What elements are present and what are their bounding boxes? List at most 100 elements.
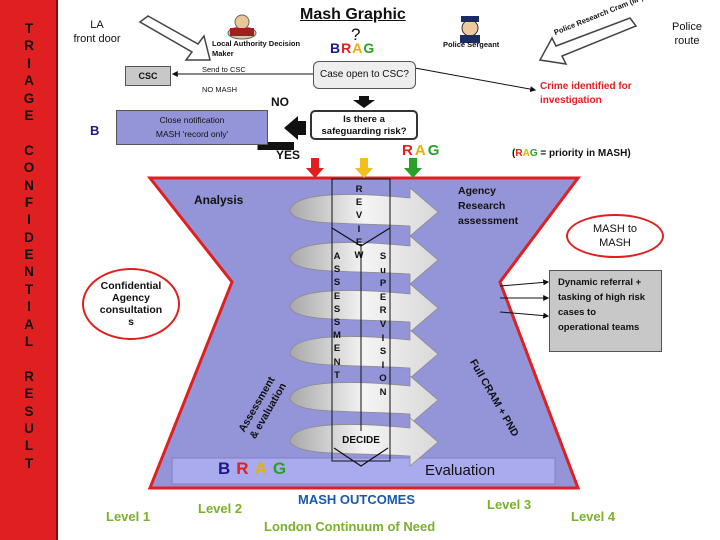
decision-maker-label: Local Authority Decision Maker	[212, 39, 300, 59]
decide-label: DECIDE	[342, 435, 380, 446]
rag-letter-g: G	[427, 142, 442, 159]
no-arrow	[284, 116, 306, 140]
sidebar-letter: I	[27, 212, 31, 228]
assessment-column: A S S E S S M E N T	[331, 250, 343, 382]
rag-letter-b: B	[330, 40, 342, 56]
mash-funnel	[146, 176, 581, 490]
police-sergeant-label: Police Sergeant	[443, 40, 500, 49]
sidebar-letter: N	[24, 264, 34, 280]
confidential-line: s	[128, 316, 134, 328]
dynamic-referral-line: cases to	[558, 307, 597, 318]
decision-maker-line: Local Authority Decision	[212, 39, 301, 48]
safeguarding-line: safeguarding risk?	[321, 126, 407, 137]
rag-letter-a: A	[352, 40, 364, 56]
review-letter: E	[355, 236, 363, 248]
confidential-line: consultation	[99, 304, 163, 316]
rag-letter-r: R	[515, 148, 523, 159]
rag-letter-b: B	[218, 459, 237, 478]
sidebar-letter: S	[24, 403, 34, 419]
sidebar-letter	[0, 124, 58, 141]
la-front-door-line: LA	[90, 19, 104, 31]
yes-label: YES	[276, 148, 301, 162]
triage-sidebar: T R I A G E C O N F I D E N T I A L R E …	[0, 0, 58, 540]
dynamic-referral-line: Dynamic referral +	[558, 277, 642, 288]
assessment-letter: N	[333, 356, 341, 368]
sidebar-letter	[0, 350, 58, 367]
level-4-label: Level 4	[571, 509, 616, 524]
dynamic-referral-line: operational teams	[558, 322, 640, 333]
review-column-box	[331, 178, 391, 462]
sidebar-letter: F	[24, 194, 34, 210]
sidebar-letter: T	[24, 21, 34, 36]
sidebar-letter: T	[24, 281, 34, 297]
evaluation-label: Evaluation	[425, 462, 496, 479]
crime-identified-line: Crime identified for	[540, 81, 632, 92]
bottom-rag-label: BRAG	[218, 459, 292, 479]
review-column: R E V I E W	[352, 183, 366, 262]
crime-identified-label: Crime identified for investigation	[540, 80, 632, 108]
mid-rag-label: RAG	[402, 142, 441, 159]
title-question-mark: ?	[351, 25, 361, 44]
evaluation-band	[171, 457, 556, 485]
rag-letter-g: G	[363, 40, 376, 56]
assessment-letter: E	[333, 290, 341, 302]
confidential-line: Confidential	[100, 280, 162, 292]
no-label: NO	[271, 95, 289, 109]
la-arrow	[138, 15, 211, 61]
rag-letter-r: R	[236, 459, 255, 478]
supervision-letter: I	[381, 332, 385, 344]
sidebar-letter: T	[24, 455, 34, 471]
review-letter: E	[355, 197, 363, 209]
sidebar-letter: L	[24, 334, 34, 350]
rag-letter-a: A	[414, 142, 428, 159]
safeguarding-line: Is there a	[343, 114, 385, 125]
level-3-label: Level 3	[487, 497, 532, 512]
mash-to-mash-line: MASH	[599, 237, 631, 249]
decision-maker-icon	[227, 14, 257, 40]
sidebar-letter: E	[24, 386, 34, 402]
la-front-door-line: front door	[73, 33, 121, 45]
assessment-letter: S	[333, 264, 341, 276]
assessment-letter: M	[333, 330, 341, 342]
csc-box: CSC	[125, 66, 171, 86]
agency-research-line: Agency	[458, 185, 496, 197]
triage-sidebar-text: T R I A G E C O N F I D E N T I A L R E …	[0, 20, 58, 472]
sidebar-letter: I	[27, 299, 31, 315]
police-sergeant-icon	[460, 16, 480, 43]
mash-to-mash-oval: MASH to MASH	[566, 214, 664, 258]
confidential-consultation-oval: Confidential Agency consultation s	[82, 268, 180, 340]
sidebar-letter: L	[24, 438, 34, 454]
close-notification-line: MASH 'record only'	[155, 129, 229, 139]
green-down-arrow	[404, 158, 422, 178]
rag-letter-g: G	[272, 459, 293, 478]
sidebar-letter: E	[24, 107, 34, 123]
rag-letter-g: G	[529, 148, 538, 159]
review-letter: I	[357, 223, 361, 235]
review-letter: V	[355, 210, 363, 222]
assessment-letter: S	[333, 303, 341, 315]
sidebar-letter: G	[23, 90, 35, 106]
level-1-label: Level 1	[106, 509, 151, 524]
sidebar-letter: A	[24, 316, 34, 332]
swirl-arrows	[289, 187, 439, 467]
supervision-letter: I	[381, 359, 385, 371]
amber-down-arrow	[355, 158, 373, 178]
agency-research-line: assessment	[458, 215, 519, 227]
rag-letter-a: A	[254, 459, 273, 478]
police-arrow	[538, 17, 638, 65]
send-to-csc-label: Send to CSC	[202, 65, 246, 74]
sidebar-letter: C	[24, 142, 34, 158]
no-mash-label: NO MASH	[202, 85, 238, 94]
supervision-letter: E	[379, 291, 387, 303]
supervision-letter: S	[379, 346, 387, 358]
supervision-letter: S	[379, 251, 387, 262]
supervision-letter: P	[379, 278, 387, 290]
police-route-line: route	[674, 35, 700, 47]
down-arrow-1	[353, 96, 375, 108]
decision-maker-line: Maker	[212, 49, 234, 58]
rag-letter-r: R	[341, 40, 353, 56]
la-front-door-label: LA front door	[62, 18, 132, 46]
level-2-label: Level 2	[198, 501, 243, 516]
analysis-label: Analysis	[194, 193, 244, 207]
